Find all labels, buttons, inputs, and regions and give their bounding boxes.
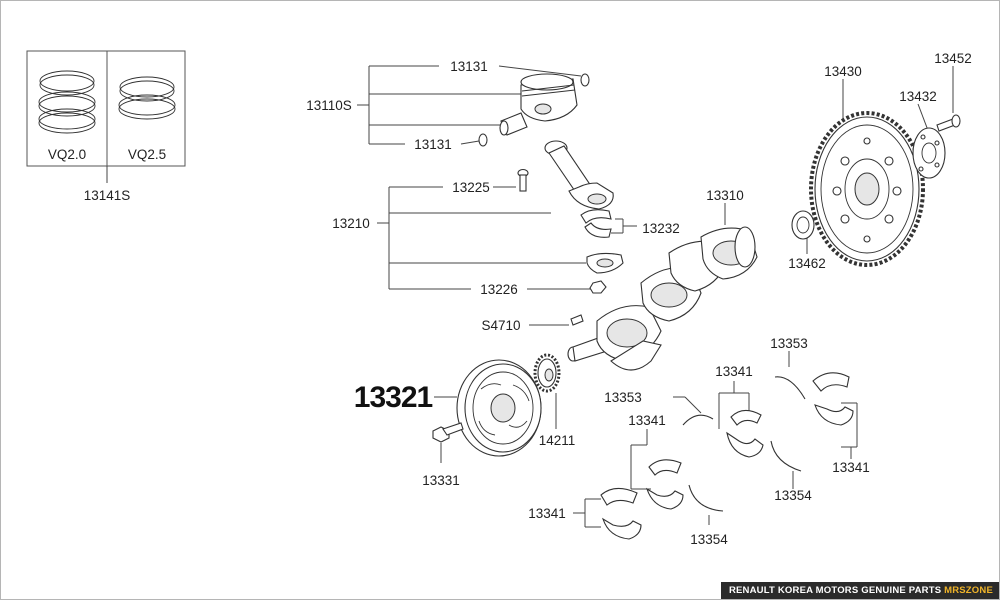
reinforcement-plate: 13452 13432 — [899, 51, 972, 179]
label-13225[interactable]: 13225 — [452, 180, 490, 195]
label-13341-a[interactable]: 13341 — [715, 364, 753, 379]
label-13341-c[interactable]: 13341 — [832, 460, 870, 475]
thrust-washer-left-upper-icon[interactable] — [682, 414, 714, 426]
label-vq20: VQ2.0 — [48, 147, 86, 162]
thrust-washer-right-lower-icon[interactable] — [770, 440, 802, 472]
rear-oil-seal: 13462 — [788, 210, 826, 271]
sprocket-icon[interactable] — [533, 353, 561, 393]
label-13462[interactable]: 13462 — [788, 256, 826, 271]
label-13452[interactable]: 13452 — [934, 51, 972, 66]
label-13331[interactable]: 13331 — [422, 473, 460, 488]
rod-bolt-icon[interactable] — [517, 168, 529, 192]
rod-cap-icon[interactable] — [586, 252, 624, 274]
label-13310[interactable]: 13310 — [706, 188, 744, 203]
piston-assembly: 13131 13110S 13131 — [306, 59, 590, 152]
crankshaft: 13310 — [567, 188, 758, 371]
crank-pulley-icon[interactable] — [456, 359, 542, 457]
oil-seal-icon[interactable] — [791, 210, 815, 240]
label-13141S[interactable]: 13141S — [84, 188, 131, 203]
main-bearings: 13353 13341 13353 13341 13354 — [528, 336, 870, 547]
brand-footer: RENAULT KOREA MOTORS GENUINE PARTS MRSZO… — [720, 582, 999, 599]
piston-ring-set-vq20[interactable] — [38, 70, 96, 134]
label-13354-right[interactable]: 13354 — [774, 488, 812, 503]
pulley-bolt-icon[interactable] — [432, 422, 464, 443]
label-13131-bottom[interactable]: 13131 — [414, 137, 452, 152]
drive-plate-icon[interactable] — [809, 111, 925, 267]
label-13354-bottom[interactable]: 13354 — [690, 532, 728, 547]
woodruff-key: S4710 — [481, 314, 584, 333]
reinforcement-plate-icon[interactable] — [912, 127, 946, 179]
piston-icon[interactable] — [520, 73, 578, 122]
footer-brand-accent: MRSZONE — [944, 585, 993, 596]
rod-bearing-lower-icon[interactable] — [584, 222, 612, 238]
piston-ring-set-vq25[interactable] — [118, 76, 176, 120]
label-13341-d[interactable]: 13341 — [528, 506, 566, 521]
label-13226[interactable]: 13226 — [480, 282, 518, 297]
main-bearing-d-icon[interactable] — [600, 487, 642, 540]
label-S4710[interactable]: S4710 — [481, 318, 520, 333]
thrust-washer-right-upper-icon[interactable] — [774, 376, 806, 400]
woodruff-key-icon[interactable] — [570, 314, 584, 326]
piston-ring-inset: VQ2.0 VQ2.5 13141S — [26, 50, 186, 203]
label-13353-right[interactable]: 13353 — [770, 336, 808, 351]
main-bearing-b-icon[interactable] — [646, 459, 684, 510]
label-vq25: VQ2.5 — [128, 147, 166, 162]
connecting-rod-assembly: 13225 13210 13232 13226 — [332, 140, 680, 297]
crank-sprocket: 14211 — [533, 353, 576, 448]
main-bearing-c-icon[interactable] — [812, 372, 854, 426]
label-14211[interactable]: 14211 — [539, 433, 576, 448]
label-13321[interactable]: 13321 — [354, 381, 434, 414]
label-13353-left[interactable]: 13353 — [604, 390, 642, 405]
label-13341-b[interactable]: 13341 — [628, 413, 666, 428]
connecting-rod-icon[interactable] — [544, 140, 614, 210]
label-13430[interactable]: 13430 — [824, 64, 862, 79]
footer-brand-text: RENAULT KOREA MOTORS GENUINE PARTS — [728, 585, 942, 596]
label-13110S[interactable]: 13110S — [306, 98, 352, 113]
snap-ring-top-icon[interactable] — [580, 73, 590, 87]
thrust-washer-bottom-icon[interactable] — [688, 484, 724, 512]
piston-pin-icon[interactable] — [499, 112, 528, 136]
label-13210[interactable]: 13210 — [332, 216, 370, 231]
rod-nut-icon[interactable] — [589, 280, 607, 294]
crankshaft-icon[interactable] — [567, 226, 758, 371]
drive-plate: 13430 — [809, 64, 925, 267]
label-13131-top[interactable]: 13131 — [450, 59, 488, 74]
label-13232[interactable]: 13232 — [642, 221, 680, 236]
flywheel-bolt-icon[interactable] — [936, 114, 961, 132]
label-13432[interactable]: 13432 — [899, 89, 937, 104]
snap-ring-bottom-icon[interactable] — [478, 133, 488, 147]
rod-bearing-upper-icon[interactable] — [580, 209, 612, 224]
main-bearing-a-icon[interactable] — [726, 409, 764, 458]
pulley-bolt: 13331 — [422, 422, 464, 488]
crank-pulley: 13321 — [354, 359, 542, 457]
